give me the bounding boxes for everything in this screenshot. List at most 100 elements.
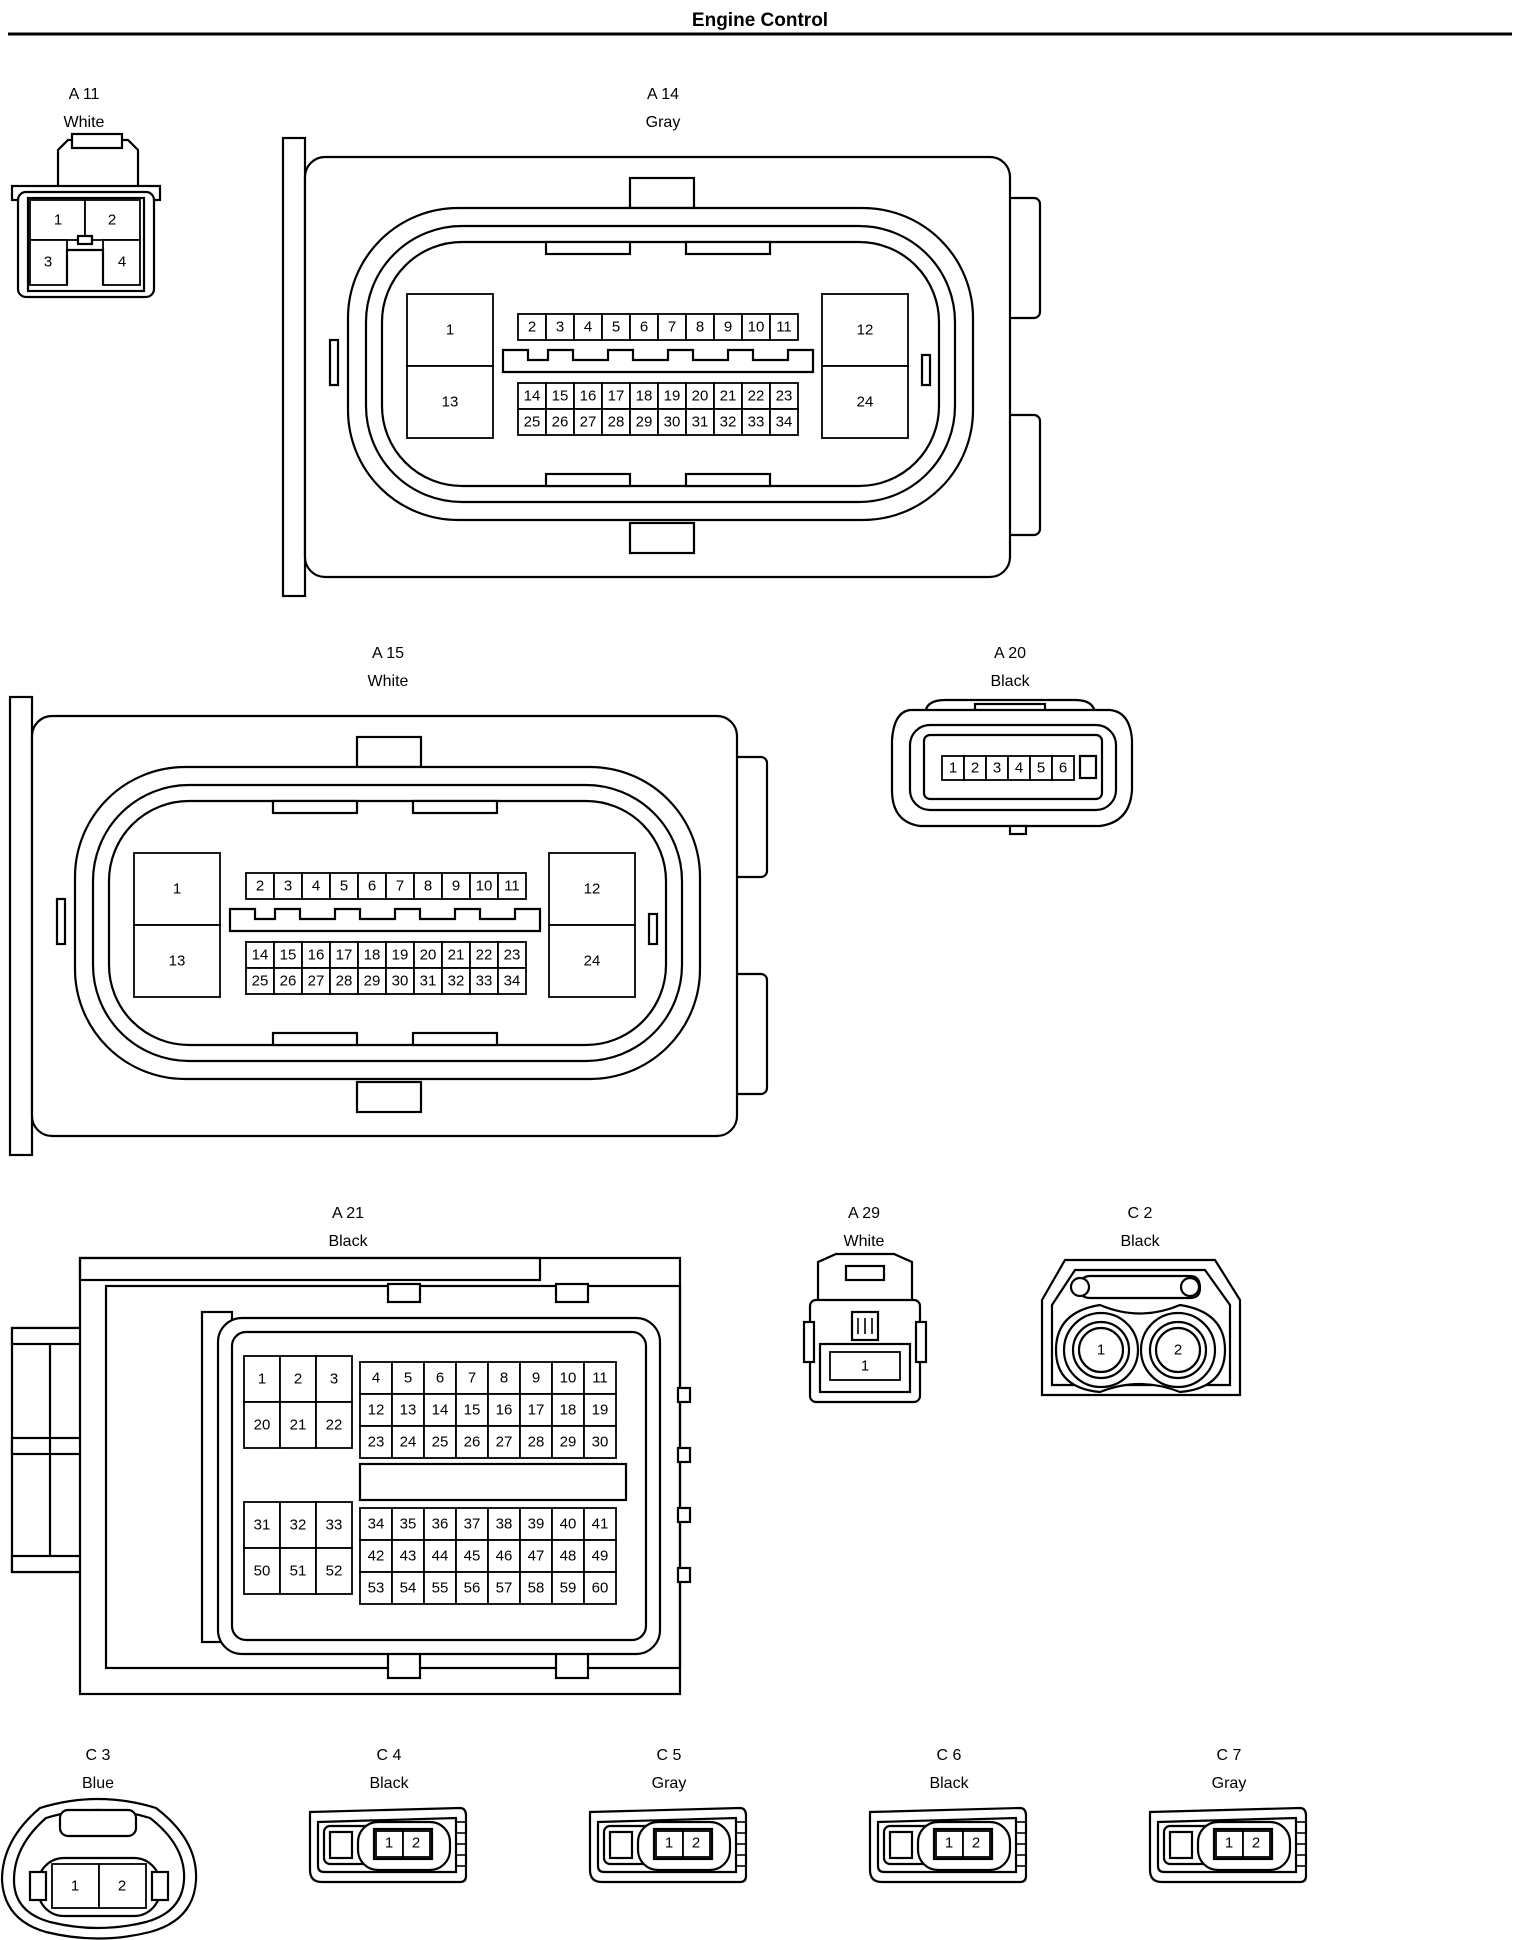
pin-label: 40: [560, 1516, 577, 1533]
pin-label: 4: [584, 319, 592, 336]
connector-c6-id: C 6: [937, 1747, 962, 1764]
pin-label: 35: [400, 1516, 417, 1533]
pin-label: 14: [432, 1402, 449, 1419]
pin-label: 8: [696, 319, 704, 336]
pin-label: 4: [372, 1370, 380, 1387]
connector-a15-id: A 15: [372, 645, 404, 662]
pin-label: 52: [326, 1563, 343, 1580]
pin-cell: [413, 967, 443, 995]
pin-label: 31: [420, 973, 437, 990]
pin-label: 23: [776, 388, 793, 405]
pin-cell: [315, 1547, 353, 1595]
a15-top-latch: [355, 735, 423, 769]
a21-top-rib: [554, 1282, 590, 1304]
a21-center-bar: [358, 1462, 628, 1502]
pin-label: 1: [71, 1878, 79, 1895]
pin-label: 3: [284, 878, 292, 895]
pin-cell: [769, 313, 799, 341]
pin-label: 1: [1097, 1342, 1105, 1359]
pin-label: 25: [252, 973, 269, 990]
pin-label: 5: [340, 878, 348, 895]
pin-cell: [713, 408, 743, 436]
pin-label: 4: [118, 254, 126, 271]
connector-a29: A 29 White 1: [802, 1205, 928, 1404]
pin-label: 8: [424, 878, 432, 895]
pin-label: 26: [464, 1434, 481, 1451]
pin-label: 2: [256, 878, 264, 895]
pin-cell: [385, 941, 415, 969]
pin-label: 3: [330, 1371, 338, 1388]
pin-label: 1: [861, 1358, 869, 1375]
pin-label: 7: [668, 319, 676, 336]
pin-label: 12: [857, 322, 874, 339]
pin-label: 26: [552, 414, 569, 431]
pin-cell: [243, 1547, 281, 1595]
pin-label: 27: [580, 414, 597, 431]
pin-label: 23: [504, 947, 521, 964]
connector-c4: C 4 Black 1 2: [308, 1747, 468, 1884]
pin-label: 33: [326, 1517, 343, 1534]
connector-c6: C 6 Black 1 2: [868, 1747, 1028, 1884]
pin-label: 3: [556, 319, 564, 336]
connector-a21-id: A 21: [332, 1205, 364, 1222]
pin-label: 31: [692, 414, 709, 431]
pin-cell: [583, 1393, 617, 1427]
pin-label: 4: [312, 878, 320, 895]
pin-label: 41: [592, 1516, 609, 1533]
pin-label: 6: [1059, 760, 1067, 777]
pin-label: 28: [608, 414, 625, 431]
pin-label: 17: [608, 388, 625, 405]
pin-cell: [315, 1401, 353, 1449]
a29-face: [818, 1342, 912, 1394]
pin-label: 33: [476, 973, 493, 990]
a14-bottom-latch: [628, 521, 696, 555]
connector-c5-color: Gray: [652, 1775, 687, 1792]
a21-side-rib: [676, 1386, 692, 1404]
connector-a14-color: Gray: [646, 114, 681, 131]
a14-big-pin-cell: [821, 293, 909, 367]
connector-c3-color: Blue: [82, 1775, 114, 1792]
pin-label: 10: [560, 1370, 577, 1387]
pin-cell: [545, 313, 575, 341]
a15-keyway: [411, 1031, 499, 1047]
pin-label: 1: [173, 881, 181, 898]
a14-big-pin-cell: [406, 293, 494, 367]
pin-label: 18: [364, 947, 381, 964]
c3-pin-cell: [98, 1863, 147, 1909]
a15-seal: [91, 783, 684, 1063]
pin-cell: [455, 1425, 489, 1459]
c4-pin-cell: [375, 1830, 404, 1858]
pin-label: 1: [1225, 1835, 1233, 1852]
a15-side-notch: [55, 897, 67, 946]
pin-label: 57: [496, 1580, 513, 1597]
pin-cell: [423, 1571, 457, 1605]
a14-big-pin-cell: [821, 365, 909, 439]
pin-cell: [385, 872, 415, 900]
pin-label: 13: [400, 1402, 417, 1419]
pin-cell: [601, 408, 631, 436]
pin-label: 1: [665, 1835, 673, 1852]
pin-cell: [357, 872, 387, 900]
pin-label: 26: [280, 973, 297, 990]
pin-label: 22: [326, 1417, 343, 1434]
connector-c2: C 2 Black 1 2: [1040, 1205, 1242, 1397]
pin-label: 7: [468, 1370, 476, 1387]
pin-label: 54: [400, 1580, 417, 1597]
a14-keyway: [684, 472, 772, 488]
a21-top-rib: [386, 1282, 422, 1304]
pin-label: 56: [464, 1580, 481, 1597]
pin-label: 38: [496, 1516, 513, 1533]
pin-label: 19: [592, 1402, 609, 1419]
pin-cell: [423, 1425, 457, 1459]
connector-c7-id: C 7: [1217, 1747, 1242, 1764]
pin-cell: [829, 1351, 901, 1381]
pin-label: 10: [476, 878, 493, 895]
